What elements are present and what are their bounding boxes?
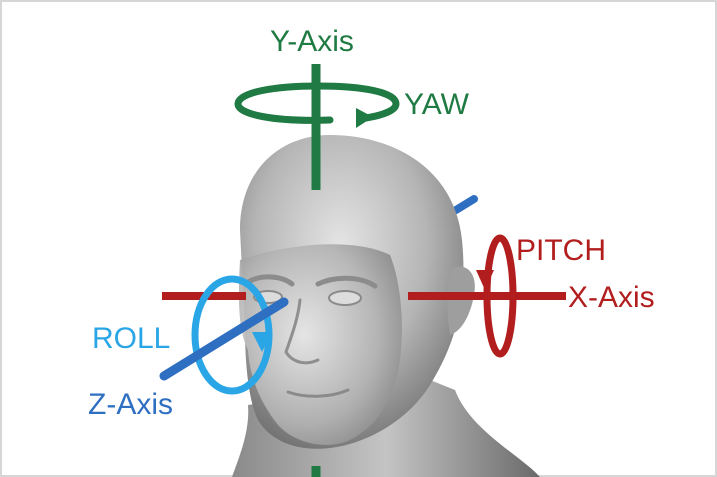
yaw-arrow-head: [356, 108, 373, 128]
pitch-label: PITCH: [516, 236, 606, 266]
ear-shape: [447, 267, 475, 335]
right-eye: [329, 291, 361, 305]
yaw-label: YAW: [404, 90, 469, 120]
x-axis-label: X-Axis: [568, 283, 655, 313]
z-axis-label: Z-Axis: [88, 390, 173, 420]
z-axis-back-segment: [456, 199, 474, 210]
y-axis-label: Y-Axis: [270, 27, 354, 57]
pitch-arrow-head: [476, 270, 494, 290]
roll-label: ROLL: [92, 324, 170, 354]
